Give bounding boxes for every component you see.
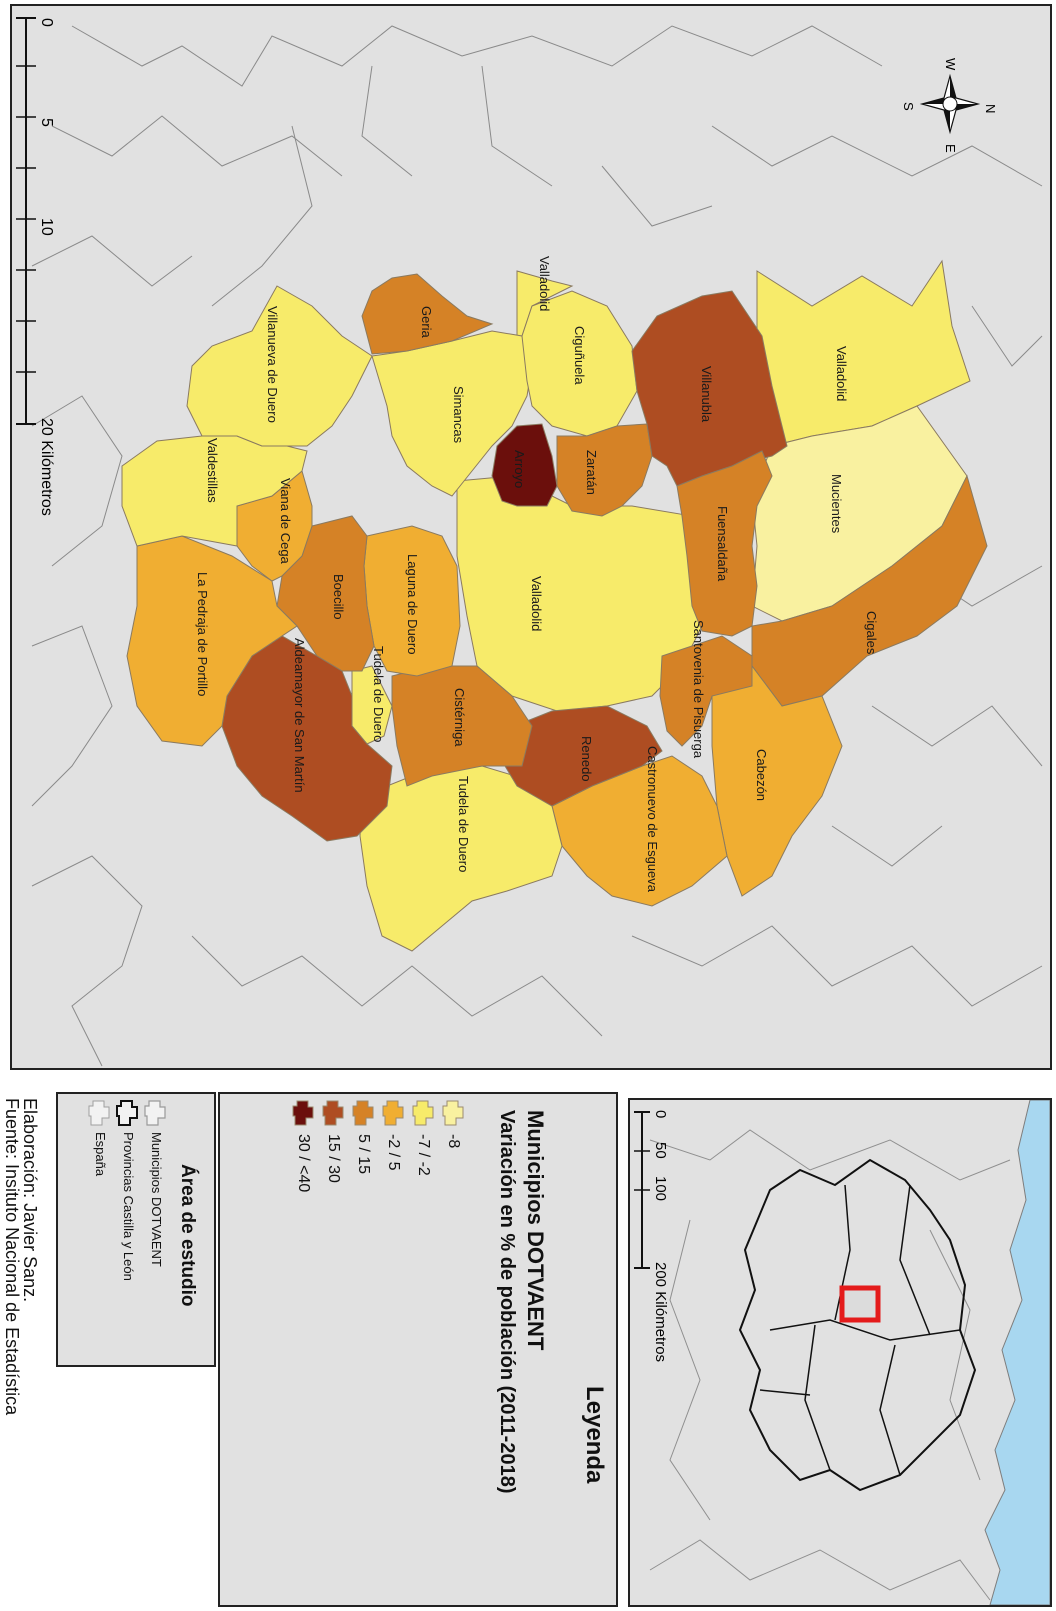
municipality-polygon[interactable] xyxy=(221,635,393,842)
main-map-svg: ValladolidValladolidValladolidMucientesC… xyxy=(16,17,1043,1067)
municipality-label: Aldeamayor de San Martín xyxy=(292,638,307,793)
municipality-polygon[interactable] xyxy=(556,423,653,517)
municipality-label: Castronuevo de Esgueva xyxy=(645,746,660,893)
legend-class-label: 5 / 15 xyxy=(355,1134,372,1175)
municipality-label: Viana de Cega xyxy=(278,478,293,565)
municipality-label: Renedo xyxy=(579,736,594,782)
municipality-label: Boecillo xyxy=(331,574,346,620)
municipality-polygon[interactable] xyxy=(276,515,375,672)
municipality-polygon[interactable] xyxy=(359,765,563,952)
municipality-polygon[interactable] xyxy=(361,273,494,355)
municipality-polygon[interactable] xyxy=(126,535,298,747)
municipality-polygon[interactable] xyxy=(391,665,533,787)
study-area-item-municipios: Municipios DOTVAENT xyxy=(149,1132,164,1267)
municipality-polygon[interactable] xyxy=(186,285,373,447)
legend-class-label: -2 / 5 xyxy=(385,1134,402,1171)
north-arrow: N E S W xyxy=(901,58,998,153)
sea-area xyxy=(984,1100,1050,1605)
municipality-label: Geria xyxy=(419,306,434,339)
study-area-box: Área de estudio Municipios DOTVAENT Prov… xyxy=(56,1092,216,1367)
legend-swatch xyxy=(382,1100,404,1126)
municipality-polygon[interactable] xyxy=(659,635,753,747)
main-scale-bar: 0 5 10 20 Kilómetros xyxy=(16,17,55,516)
inset-scale-tick-0: 0 xyxy=(652,1110,669,1118)
study-area-title: Área de estudio xyxy=(177,1164,198,1307)
municipality-label: Tudela de Duero xyxy=(371,646,386,742)
municipality-label: Laguna de Duero xyxy=(405,554,420,654)
scale-tick-0: 0 xyxy=(38,18,55,27)
scale-tick-5: 5 xyxy=(38,118,55,127)
legend-class-label: -7 / -2 xyxy=(415,1134,432,1176)
municipality-label: Valladolid xyxy=(529,576,544,631)
legend-class-label: 30 / <40 xyxy=(295,1134,312,1193)
credit-author: Elaboración: Javier Sanz. xyxy=(20,1098,40,1303)
municipality-polygon[interactable] xyxy=(491,423,558,507)
espana-symbol-icon xyxy=(88,1100,110,1126)
inset-scale-tick-200: 200 Kilómetros xyxy=(652,1262,669,1362)
castilla-leon-outline xyxy=(738,1158,977,1492)
municipality-polygon[interactable] xyxy=(371,330,533,497)
municipality-label: Zaratán xyxy=(584,450,599,495)
municipality-polygon[interactable] xyxy=(676,450,773,637)
legend-swatch xyxy=(352,1100,374,1126)
municipality-polygon[interactable] xyxy=(711,665,843,897)
inset-map[interactable]: 0 50 100 200 Kilómetros xyxy=(628,1098,1052,1607)
study-area-highlight-frame xyxy=(839,1285,881,1323)
legend-swatch xyxy=(412,1100,434,1126)
legend-swatch xyxy=(292,1100,314,1126)
municipality-label: Arroyo xyxy=(512,450,527,488)
study-area-item-provincias: Provincias Castilla y León xyxy=(121,1132,136,1281)
municipalities-layer xyxy=(121,259,988,952)
municipality-label: Cistérniga xyxy=(452,688,467,747)
municipality-label: Cabezón xyxy=(754,749,769,801)
spain-regions xyxy=(649,1129,1011,1601)
province-boundaries xyxy=(759,1184,961,1476)
municipality-polygon[interactable] xyxy=(756,259,971,447)
municipality-polygon[interactable] xyxy=(521,290,638,437)
inset-map-svg: 0 50 100 200 Kilómetros xyxy=(634,1100,1050,1605)
legend-class-label: 15 / 30 xyxy=(325,1134,342,1183)
provincias-symbol-icon xyxy=(116,1100,138,1126)
municipality-label: Tudela de Duero xyxy=(456,776,471,872)
south-letter: S xyxy=(901,102,916,111)
legend-box: Leyenda Municipios DOTVAENT Variación en… xyxy=(218,1092,618,1607)
municipality-label: Cigales xyxy=(864,611,879,655)
compass-center xyxy=(942,96,958,112)
municipality-label: Villanubla xyxy=(699,366,714,423)
scale-tick-20: 20 Kilómetros xyxy=(38,418,55,516)
study-area-item-espana: España xyxy=(93,1132,108,1177)
inset-scale-tick-50: 50 xyxy=(652,1142,669,1159)
municipality-label: Fuensaldaña xyxy=(715,506,730,582)
credit-source: Fuente: Insituto Nacional de Estadística xyxy=(2,1098,22,1416)
municipality-label: Mucientes xyxy=(829,474,844,534)
legend-variable: Variación en % de población (2011-2018) xyxy=(496,1110,518,1494)
municipality-label: Valdestillas xyxy=(205,438,220,503)
legend-swatch xyxy=(442,1100,464,1126)
legend-title: Leyenda xyxy=(581,1386,608,1484)
east-letter: E xyxy=(943,144,958,153)
municipality-label: Valladolid xyxy=(834,346,849,401)
legend-swatch xyxy=(322,1100,344,1126)
municipality-label: Simancas xyxy=(451,386,466,444)
municipality-label: Villanueva de Duero xyxy=(265,306,280,423)
legend-subtitle: Municipios DOTVAENT xyxy=(523,1110,548,1351)
inset-scale-bar: 0 50 100 200 Kilómetros xyxy=(634,1110,669,1362)
scale-tick-10: 10 xyxy=(38,218,55,236)
municipality-polygon[interactable] xyxy=(501,705,663,807)
inset-scale-tick-100: 100 xyxy=(652,1176,669,1201)
municipality-labels: ValladolidValladolidValladolidMucientesC… xyxy=(195,256,879,893)
municipality-label: Ciguñuela xyxy=(572,326,587,385)
municipios-symbol-icon xyxy=(144,1100,166,1126)
west-letter: W xyxy=(943,58,958,71)
legend-class-label: -8 xyxy=(445,1134,462,1149)
municipality-label: La Pedraja de Portillo xyxy=(195,572,210,696)
municipality-label: Valladolid xyxy=(537,256,552,311)
north-letter: N xyxy=(983,104,998,113)
municipality-label: Santovenia de Pisuerga xyxy=(691,620,706,759)
